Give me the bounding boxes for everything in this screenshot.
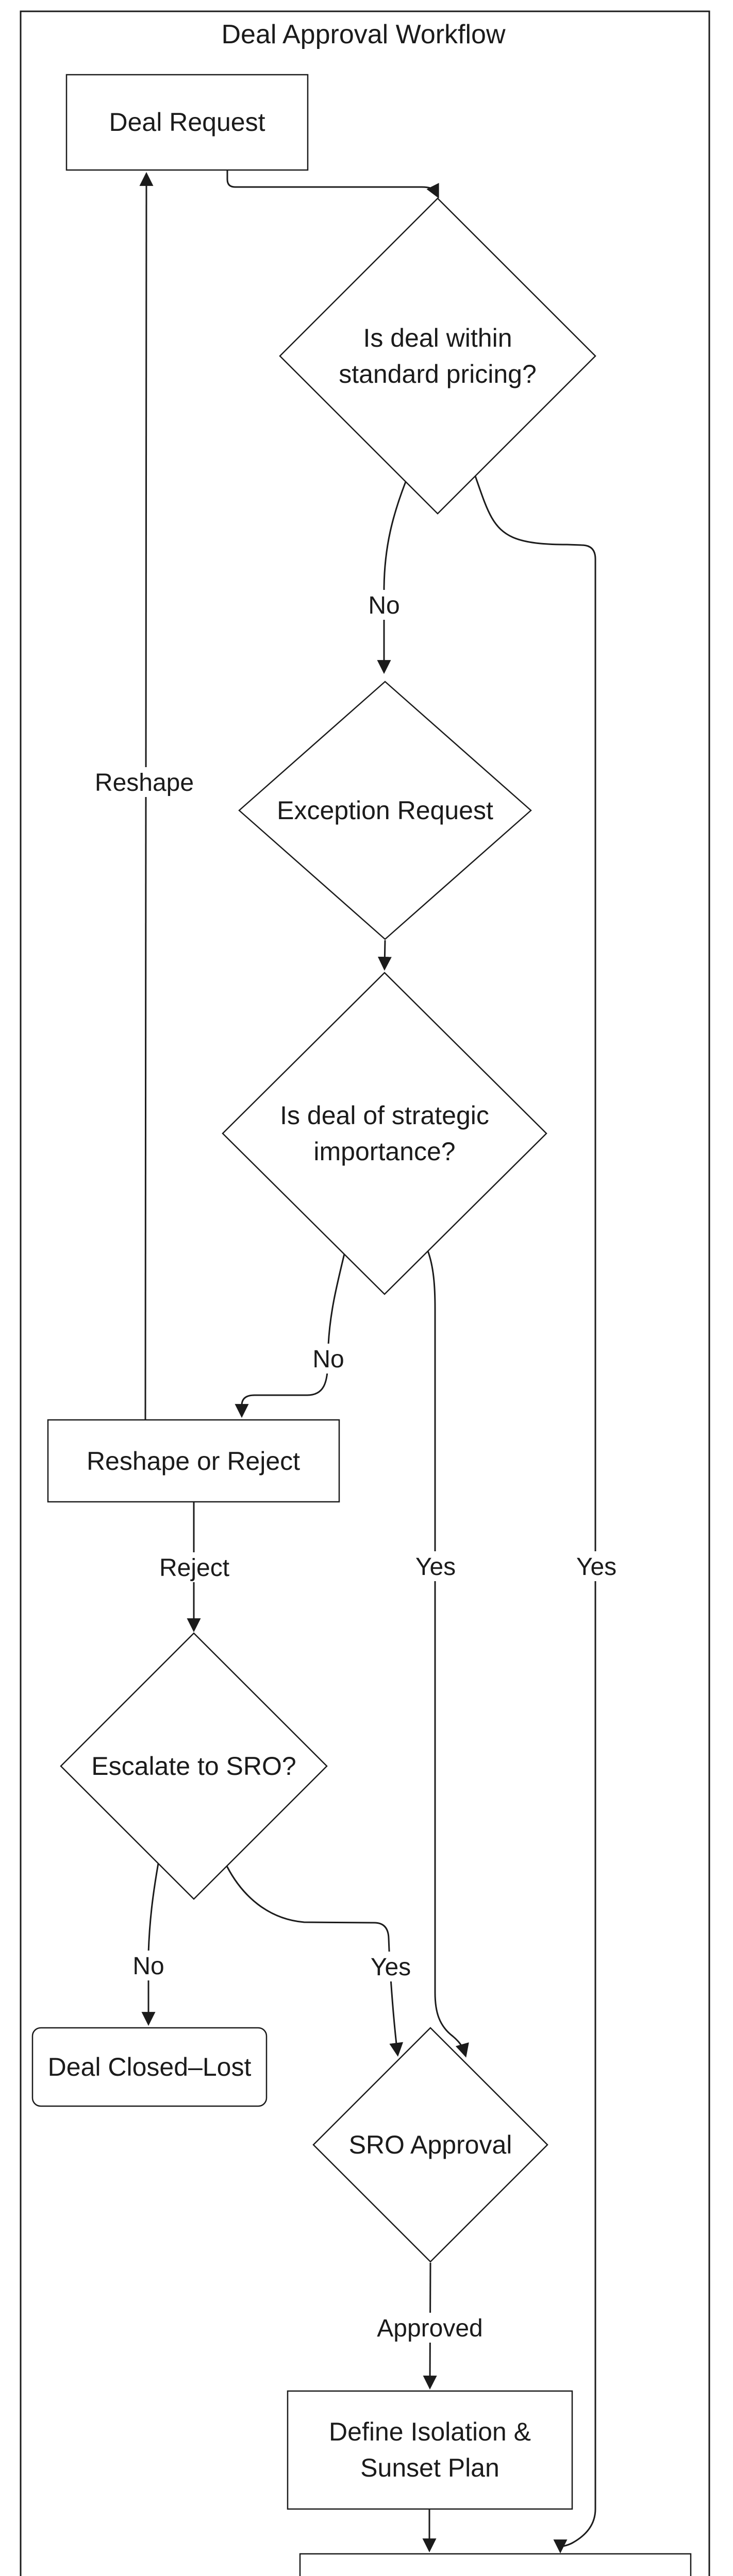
node-label: Escalate to SRO? (91, 1752, 296, 1781)
edge-escalate-no-to-closed-lost (141, 1863, 159, 2026)
edge-label-pricing-no: No (363, 590, 405, 620)
node-standard-pricing-decision: Is deal within standard pricing? (279, 197, 596, 515)
node-label-line1: Is deal of strategic (280, 1101, 489, 1130)
node-label-line2: standard pricing? (339, 360, 537, 388)
edge-label-text: Approved (377, 2315, 482, 2342)
node-strategic-importance-decision: Is deal of strategic importance? (222, 972, 547, 1295)
node-standard-approval-process: Standard Approval Process (299, 2553, 692, 2576)
node-label: SRO Approval (349, 2130, 512, 2159)
node-deal-request: Deal Request (65, 74, 309, 171)
edge-label-text: Yes (371, 1954, 411, 1981)
node-escalate-sro-decision: Escalate to SRO? (60, 1632, 328, 1900)
node-reshape-or-reject: Reshape or Reject (47, 1419, 340, 1503)
node-label-line2: Sunset Plan (360, 2453, 499, 2482)
edge-label-escalate-no: No (128, 1951, 169, 1980)
edge-label-text: Reject (159, 1554, 229, 1582)
edge-pricing-no-to-exception (377, 481, 407, 674)
node-define-isolation-sunset-plan: Define Isolation & Sunset Plan (287, 2390, 573, 2510)
edge-label-text: Yes (415, 1553, 456, 1581)
node-label: Deal Request (109, 108, 265, 137)
edge-deal-request-to-pricing (226, 170, 439, 199)
edge-label-text: No (368, 592, 399, 619)
edge-label-approved: Approved (371, 2313, 489, 2343)
edge-reshape-to-deal-request (139, 172, 154, 1420)
node-deal-closed-lost: Deal Closed–Lost (31, 2027, 268, 2107)
edge-label-text: Reshape (95, 769, 194, 796)
node-exception-request-decision: Exception Request (238, 681, 532, 940)
node-label-line1: Is deal within (363, 324, 512, 352)
edge-label-strategic-yes: Yes (410, 1551, 461, 1581)
node-label: Exception Request (277, 796, 493, 825)
node-label-line1: Define Isolation & (329, 2417, 531, 2446)
node-label-line2: importance? (313, 1137, 455, 1166)
edge-label-escalate-yes: Yes (365, 1952, 417, 1981)
node-label: Deal Closed–Lost (48, 2053, 252, 2081)
node-sro-approval-decision: SRO Approval (312, 2027, 548, 2263)
edge-label-text: No (132, 1953, 164, 1980)
edge-label-reshape: Reshape (93, 767, 196, 797)
diagram-title: Deal Approval Workflow (221, 20, 506, 49)
edge-pricing-yes-to-standard-approval (474, 476, 596, 2554)
node-label: Reshape or Reject (87, 1447, 300, 1476)
edge-label-strategic-no: No (308, 1344, 349, 1374)
edge-label-text: No (312, 1346, 344, 1373)
edge-label-pricing-yes: Yes (571, 1551, 622, 1581)
diagram-border (20, 10, 710, 2576)
edge-escalate-yes-to-sro (226, 1866, 404, 2057)
edge-label-reject: Reject (153, 1552, 236, 1582)
edge-strategic-no-to-reshape-or-reject (235, 1253, 345, 1418)
edge-label-text: Yes (576, 1553, 617, 1581)
edge-strategic-yes-to-sro (427, 1250, 469, 2058)
